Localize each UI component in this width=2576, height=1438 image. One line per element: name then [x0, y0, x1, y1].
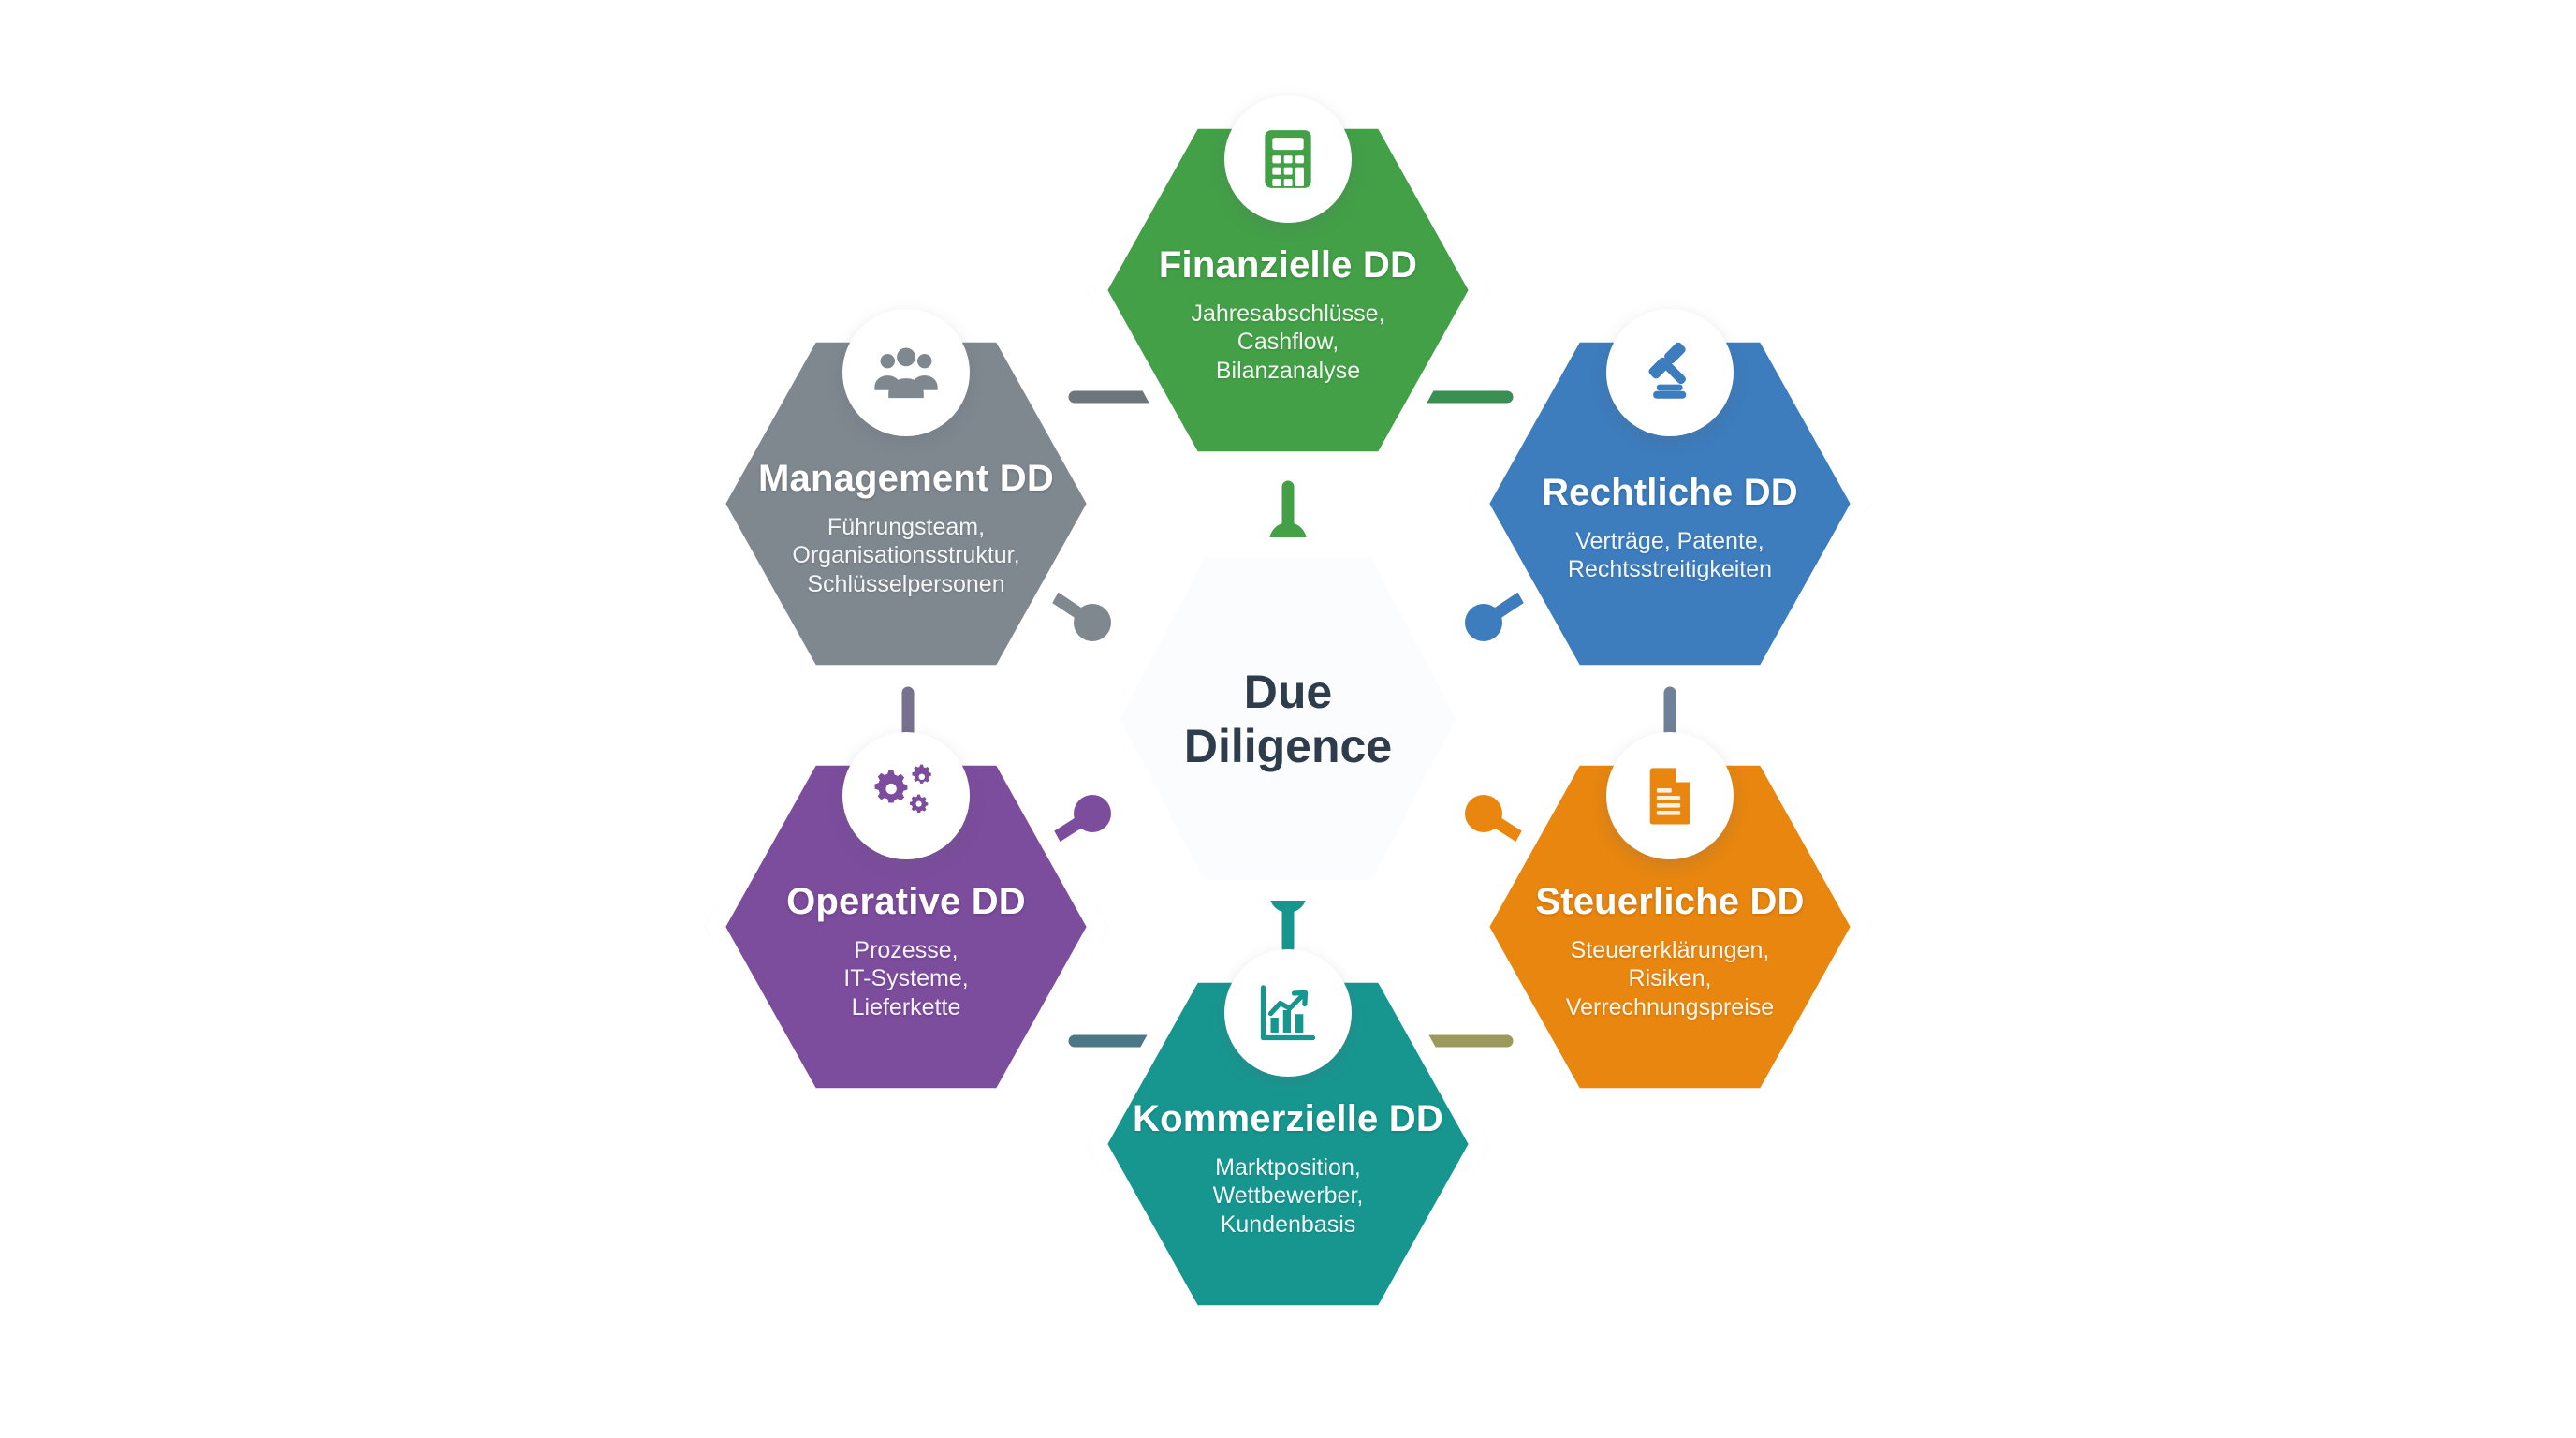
- operative-subtitle: Prozesse, IT-Systeme, Lieferkette: [818, 936, 993, 1022]
- gavel-icon-badge: [1606, 309, 1734, 436]
- operative-subtitle-line1: Prozesse,: [854, 936, 959, 963]
- kommerzielle-subtitle: Marktposition, Wettbewerber, Kundenbasis: [1188, 1153, 1389, 1240]
- people-group-icon-badge: [842, 309, 970, 436]
- management-subtitle-line3: Schlüsselpersonen: [807, 570, 1005, 597]
- calculator-icon: [1265, 130, 1311, 188]
- node-finanzielle-dd[interactable]: Finanzielle DD Jahresabschlüsse, Cashflo…: [1087, 95, 1489, 477]
- operative-subtitle-line2: IT-Systeme,: [843, 965, 969, 992]
- kommerzielle-subtitle-line3: Kundenbasis: [1220, 1211, 1356, 1238]
- people-group-icon: [874, 347, 938, 399]
- management-subtitle-line2: Organisationsstruktur,: [792, 542, 1020, 569]
- management-subtitle-line1: Führungsteam,: [827, 513, 986, 540]
- rechtliche-subtitle: Verträge, Patente, Rechtsstreitigkeiten: [1543, 527, 1797, 584]
- node-kommerzielle-dd[interactable]: Kommerzielle DD Marktposition, Wettbewer…: [1087, 949, 1489, 1331]
- finanzielle-subtitle-line3: Bilanzanalyse: [1215, 357, 1361, 384]
- center-node-due-diligence[interactable]: Due Diligence: [1101, 532, 1475, 906]
- center-title-line2: Diligence: [1183, 719, 1393, 772]
- node-management-dd[interactable]: Management DD Führungsteam, Organisation…: [705, 309, 1107, 691]
- kommerzielle-subtitle-line2: Wettbewerber,: [1212, 1182, 1364, 1210]
- steuerliche-label: Steuerliche DD: [1535, 880, 1805, 922]
- kommerzielle-label: Kommerzielle DD: [1133, 1097, 1443, 1139]
- rechtliche-subtitle-line1: Verträge, Patente,: [1575, 527, 1764, 554]
- operative-label: Operative DD: [786, 880, 1026, 922]
- finanzielle-label: Finanzielle DD: [1158, 243, 1418, 286]
- management-subtitle: Führungsteam, Organisationsstruktur, Sch…: [767, 513, 1045, 599]
- gears-icon-badge: [842, 732, 970, 859]
- calculator-icon-badge: [1224, 95, 1352, 223]
- node-operative-dd[interactable]: Operative DD Prozesse, IT-Systeme, Liefe…: [705, 732, 1107, 1114]
- steuerliche-subtitle-line1: Steuererklärungen,: [1570, 936, 1770, 963]
- finanzielle-subtitle-line1: Jahresabschlüsse,: [1191, 300, 1385, 327]
- bar-chart-growth-icon: [1260, 985, 1316, 1041]
- rechtliche-label: Rechtliche DD: [1542, 472, 1798, 514]
- steuerliche-subtitle-line3: Verrechnungspreise: [1565, 993, 1775, 1020]
- rechtliche-subtitle-line2: Rechtsstreitigkeiten: [1567, 556, 1773, 583]
- finanzielle-subtitle: Jahresabschlüsse, Cashflow, Bilanzanalys…: [1166, 300, 1411, 386]
- bar-chart-growth-icon-badge: [1224, 949, 1352, 1077]
- node-steuerliche-dd[interactable]: Steuerliche DD Steuererklärungen, Risike…: [1469, 732, 1871, 1114]
- operative-subtitle-line3: Lieferkette: [851, 993, 961, 1020]
- steuerliche-subtitle: Steuererklärungen, Risiken, Verrechnungs…: [1541, 936, 1799, 1022]
- document-icon: [1649, 768, 1690, 825]
- gavel-icon: [1648, 342, 1687, 399]
- document-icon-badge: [1606, 732, 1734, 859]
- finanzielle-subtitle-line2: Cashflow,: [1237, 329, 1339, 356]
- center-title-line1: Due: [1243, 665, 1333, 718]
- center-hex-body: Due Diligence: [1120, 557, 1456, 881]
- gears-icon: [874, 764, 931, 814]
- steuerliche-subtitle-line2: Risiken,: [1628, 965, 1712, 992]
- kommerzielle-subtitle-line1: Marktposition,: [1215, 1153, 1361, 1181]
- management-label: Management DD: [758, 457, 1054, 499]
- node-rechtliche-dd[interactable]: Rechtliche DD Verträge, Patente, Rechtss…: [1469, 309, 1871, 691]
